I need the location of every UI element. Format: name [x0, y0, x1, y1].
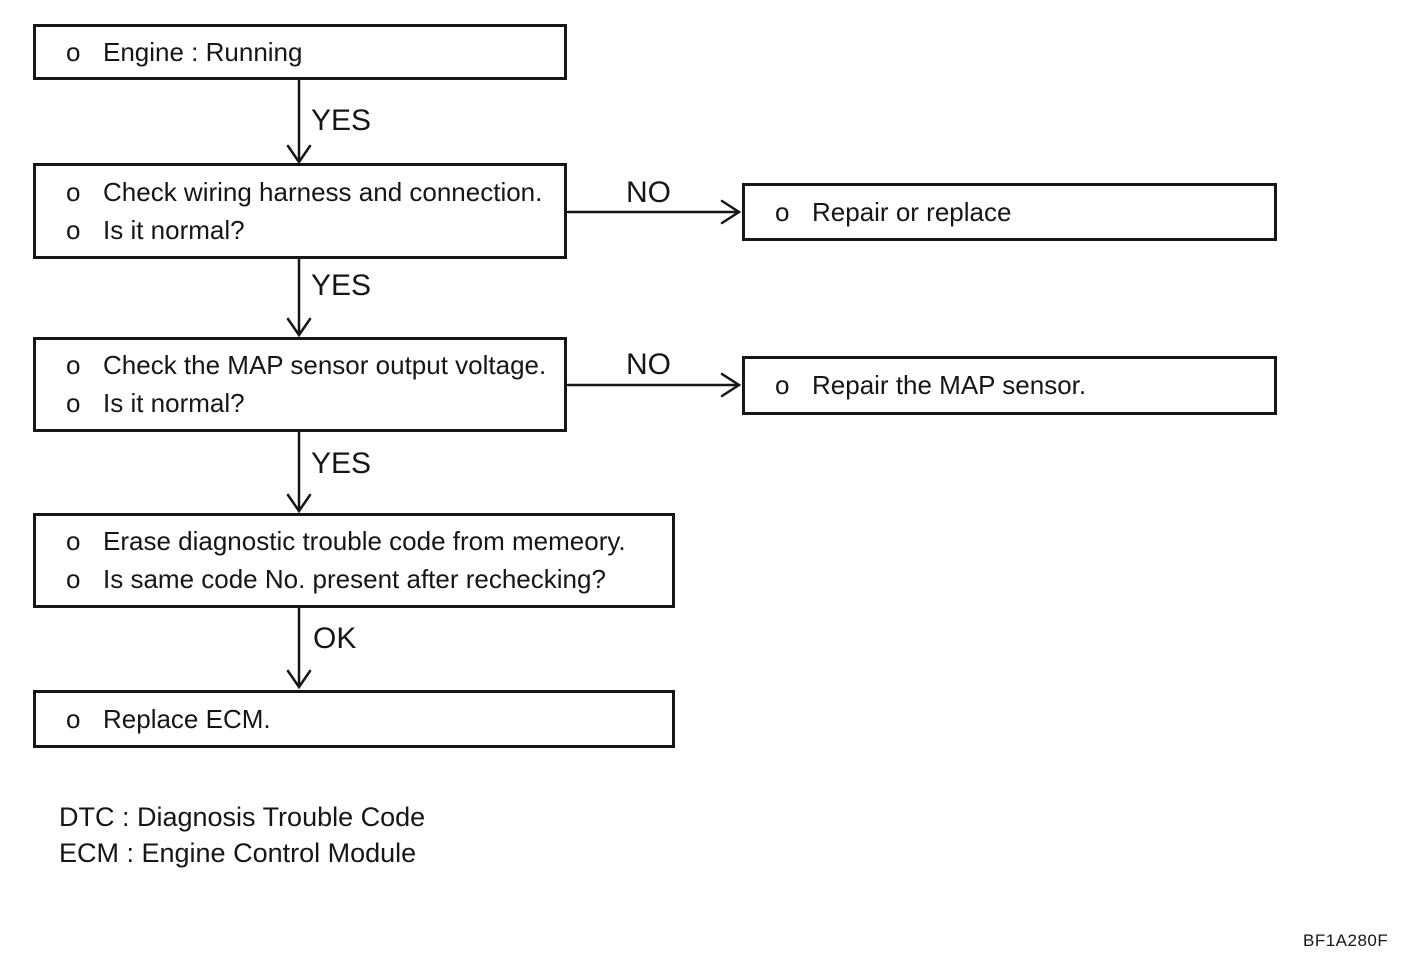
node-engine-running: o Engine : Running	[33, 24, 567, 80]
bullet-marker: o	[66, 350, 81, 381]
edge-label-no-1: NO	[626, 176, 671, 209]
bullet-marker: o	[66, 176, 81, 207]
node-line: o Engine : Running	[66, 38, 558, 67]
bullet-marker: o	[66, 214, 81, 245]
edge-label-no-2: NO	[626, 348, 671, 381]
node-erase-dtc-recheck: o Erase diagnostic trouble code from mem…	[33, 513, 675, 608]
node-text: Engine : Running	[103, 36, 303, 67]
node-line: o Replace ECM.	[66, 705, 666, 734]
figure-code: BF1A280F	[1303, 931, 1389, 950]
node-check-map-sensor-voltage: o Check the MAP sensor output voltage. o…	[33, 337, 567, 432]
legend-line-ecm: ECM : Engine Control Module	[59, 838, 417, 868]
node-line: o Repair or replace	[775, 198, 1268, 227]
node-repair-map-sensor: o Repair the MAP sensor.	[742, 356, 1277, 415]
node-line: o Check wiring harness and connection.	[66, 178, 558, 207]
node-text: Check the MAP sensor output voltage.	[103, 350, 547, 381]
node-text: Is it normal?	[103, 214, 245, 245]
bullet-marker: o	[66, 703, 81, 734]
node-text: Replace ECM.	[103, 703, 271, 734]
edge-label-yes-3: YES	[311, 447, 372, 480]
arrow-yes-wiring-to-map	[286, 257, 312, 338]
bullet-marker: o	[66, 564, 81, 594]
node-check-wiring-harness: o Check wiring harness and connection. o…	[33, 163, 567, 259]
edge-label-ok: OK	[313, 622, 357, 655]
node-line: o Is it normal?	[66, 214, 558, 245]
arrow-ok-erase-to-ecm	[286, 606, 312, 690]
node-text: Repair the MAP sensor.	[812, 370, 1087, 401]
node-line: o Is it normal?	[66, 389, 558, 418]
edge-label-yes-1: YES	[311, 104, 372, 137]
node-line: o Is same code No. present after recheck…	[66, 565, 666, 594]
bullet-marker: o	[66, 388, 81, 418]
node-text: Repair or replace	[812, 196, 1012, 227]
node-text: Check wiring harness and connection.	[103, 176, 543, 207]
bullet-marker: o	[775, 370, 790, 401]
node-repair-or-replace: o Repair or replace	[742, 183, 1277, 241]
node-line: o Check the MAP sensor output voltage.	[66, 351, 558, 380]
arrow-yes-engine-to-wiring	[286, 78, 312, 165]
bullet-marker: o	[66, 36, 81, 67]
node-line: o Erase diagnostic trouble code from mem…	[66, 527, 666, 556]
node-line: o Repair the MAP sensor.	[775, 371, 1268, 400]
node-text: Is same code No. present after recheckin…	[103, 564, 606, 594]
legend-line-dtc: DTC : Diagnosis Trouble Code	[59, 802, 426, 832]
bullet-marker: o	[66, 526, 81, 557]
arrow-yes-map-to-erase	[286, 430, 312, 514]
node-text: Is it normal?	[103, 388, 245, 418]
abbreviation-legend: DTC : Diagnosis Trouble Code ECM : Engin…	[59, 799, 425, 871]
node-text: Erase diagnostic trouble code from memeo…	[103, 526, 626, 557]
edge-label-yes-2: YES	[311, 269, 372, 302]
bullet-marker: o	[775, 196, 790, 227]
node-replace-ecm: o Replace ECM.	[33, 690, 675, 748]
